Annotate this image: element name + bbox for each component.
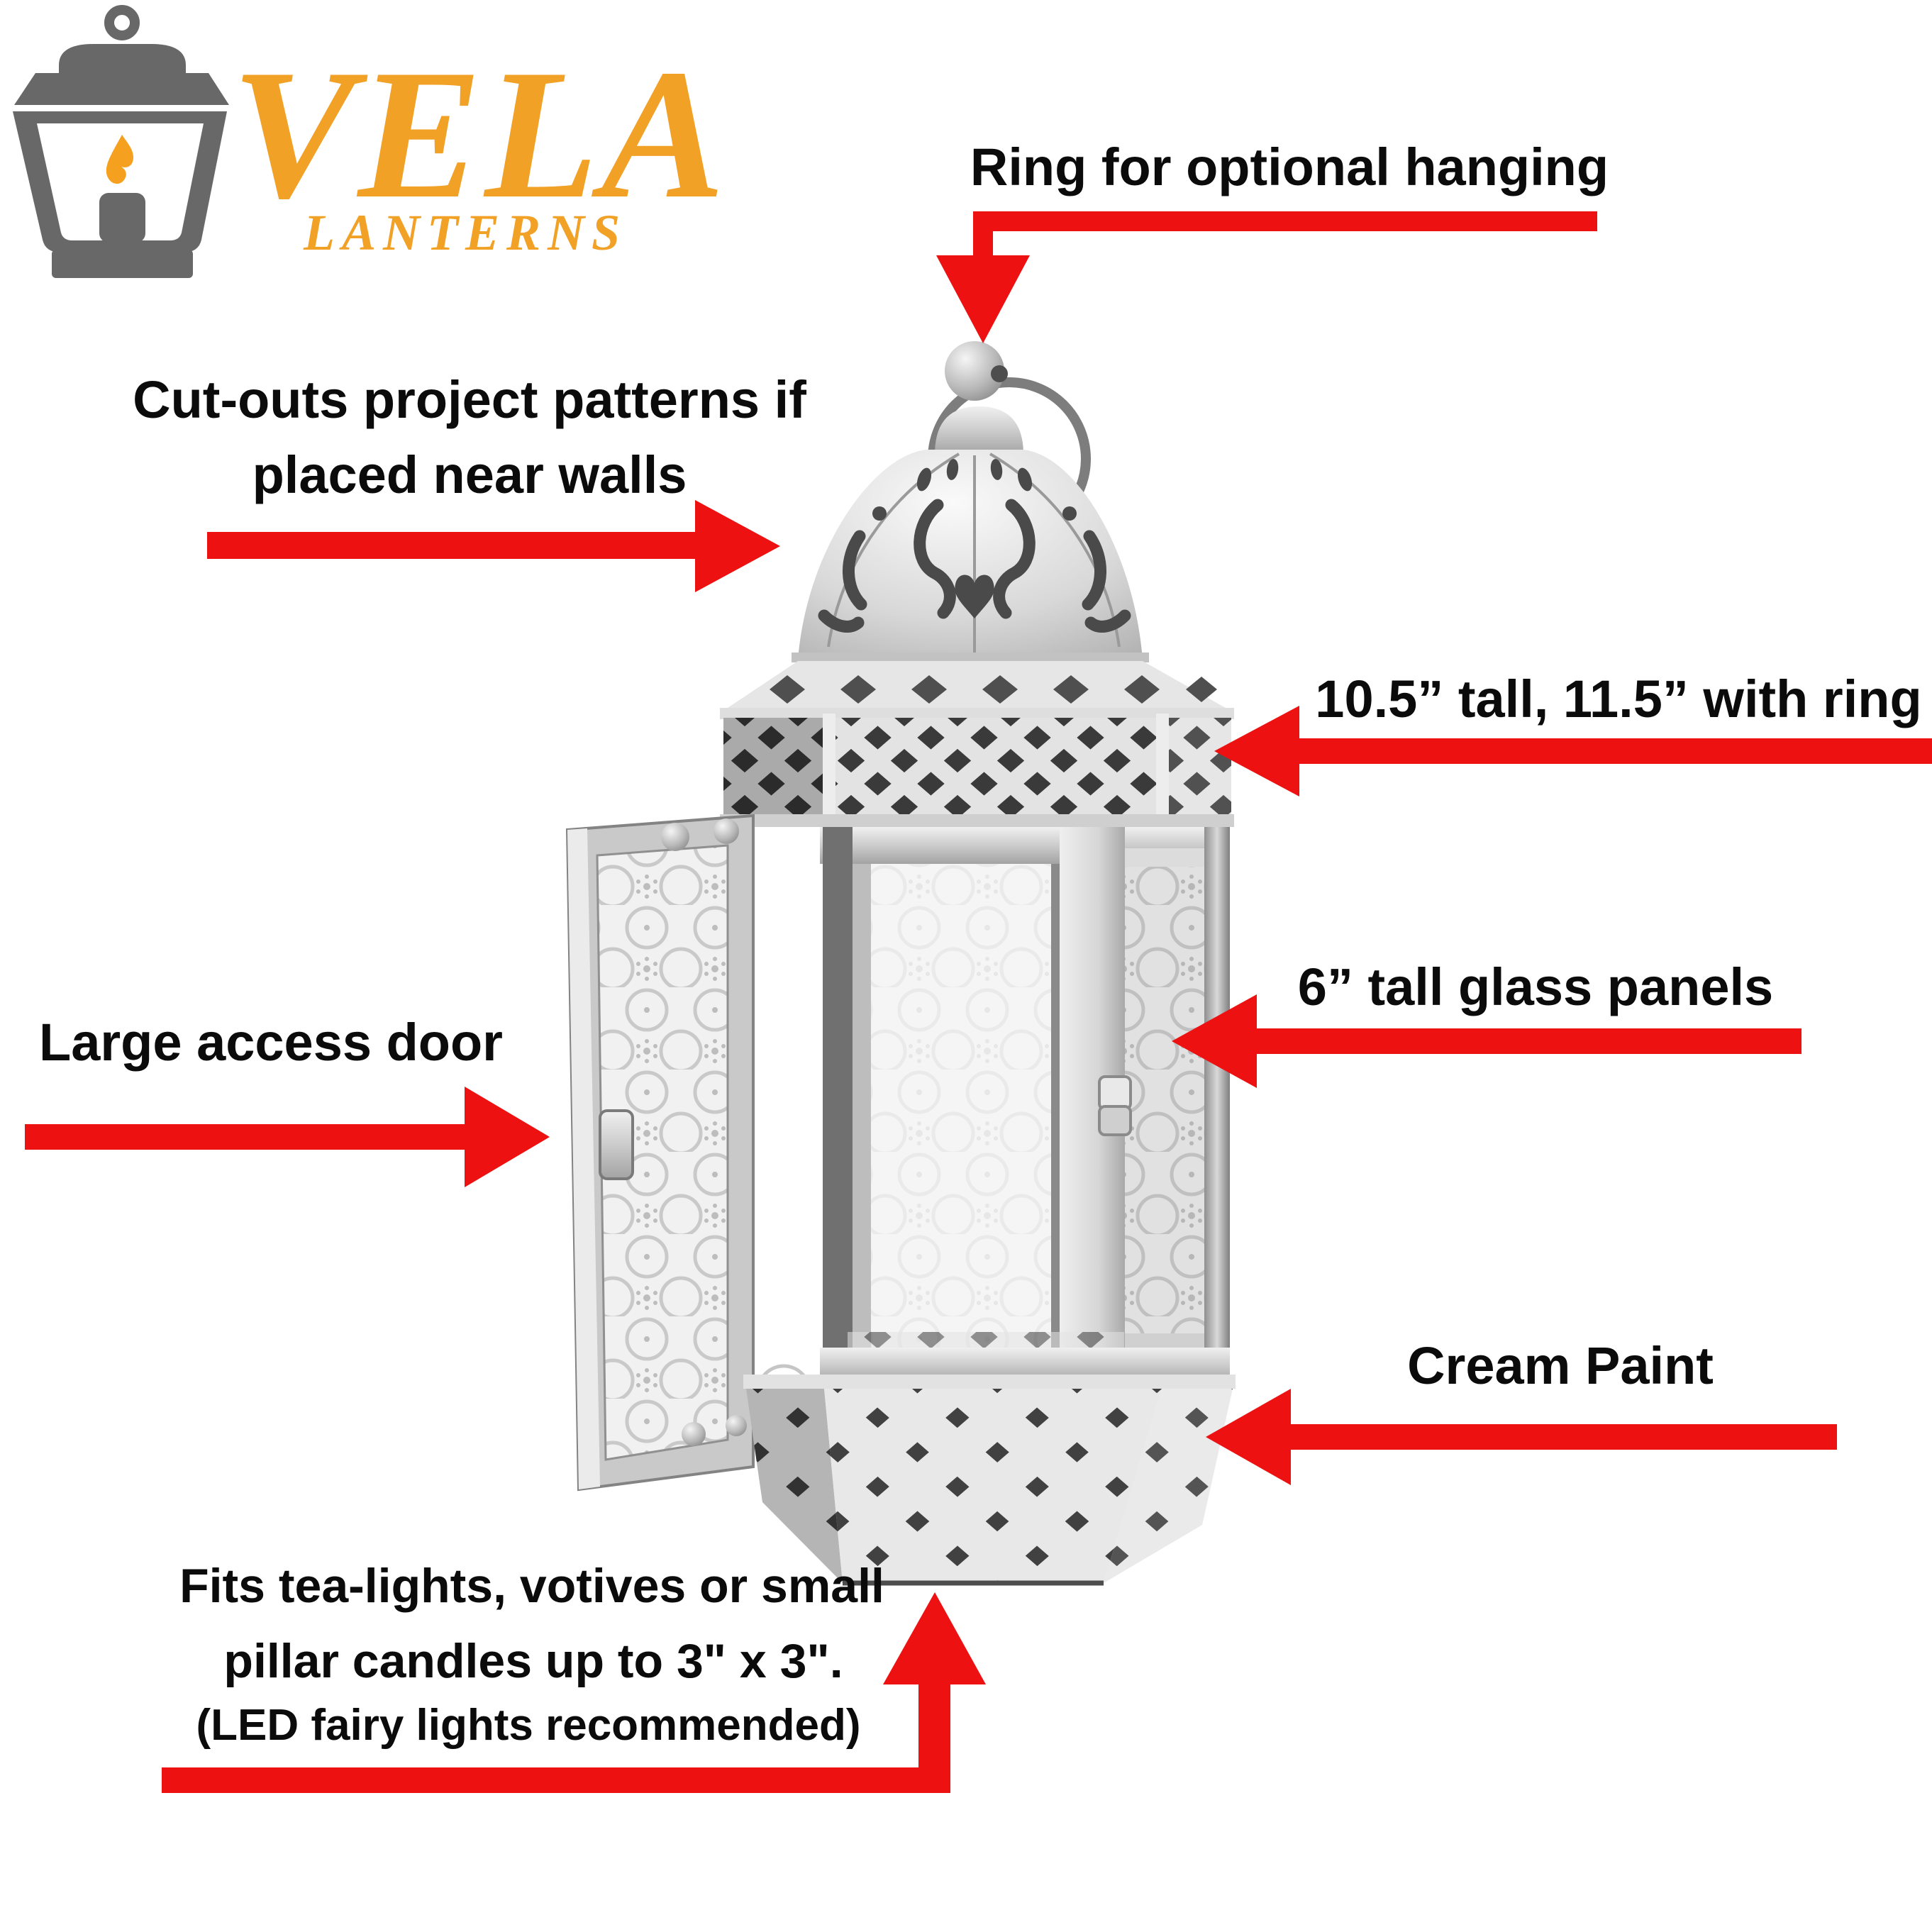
- candles-label-line3: (LED fairy lights recommended): [196, 1701, 861, 1750]
- logo-brand-text: VELA: [231, 31, 728, 237]
- cutouts-arrow: [207, 500, 780, 592]
- paint-arrow: [1206, 1389, 1837, 1485]
- vela-logo-lantern-icon: [13, 5, 229, 278]
- dome: [798, 450, 1143, 660]
- right-glass-panel: [1125, 864, 1204, 1348]
- height-arrow: [1214, 706, 1932, 796]
- bottom-lattice-base: [746, 1389, 1233, 1586]
- open-access-door: [565, 814, 755, 1492]
- cutouts-label-line1: Cut-outs project patterns if: [133, 370, 806, 429]
- cutouts-label-line2: placed near walls: [252, 445, 687, 504]
- lantern-photo: [565, 341, 1236, 1586]
- top-lattice-band: [830, 718, 1163, 816]
- candles-arrow: [162, 1592, 986, 1793]
- ring-arrow: [936, 211, 1597, 343]
- candles-label-line1: Fits tea-lights, votives or small: [179, 1559, 884, 1613]
- door-label: Large access door: [39, 1013, 503, 1072]
- paint-label: Cream Paint: [1407, 1336, 1714, 1395]
- finial-cap: [935, 406, 1023, 455]
- height-label: 10.5” tall, 11.5” with ring: [1315, 670, 1922, 728]
- finial-ball: [945, 341, 1004, 401]
- door-handle: [599, 1109, 634, 1180]
- door-arrow: [25, 1087, 550, 1187]
- roof-collar: [723, 661, 1231, 711]
- glass-label: 6” tall glass panels: [1297, 957, 1774, 1016]
- right-outer-edge: [1204, 827, 1230, 1384]
- logo-sub-text: LANTERNS: [304, 204, 628, 261]
- glass-arrow: [1172, 994, 1801, 1088]
- candles-label-line2: pillar candles up to 3" x 3".: [223, 1634, 843, 1688]
- ring-label: Ring for optional hanging: [970, 138, 1609, 196]
- door-latch: [1098, 1075, 1132, 1136]
